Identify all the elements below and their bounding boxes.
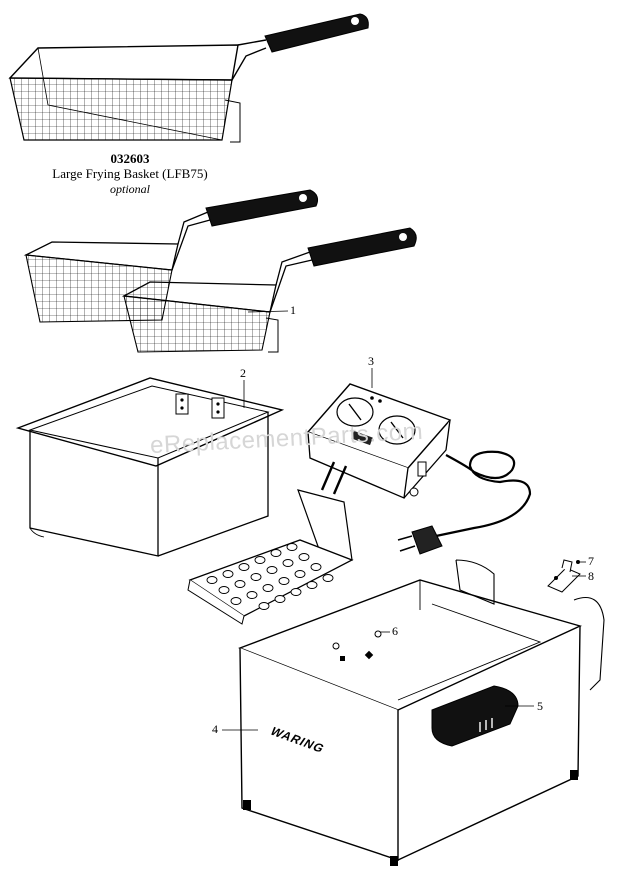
element-holes	[206, 543, 334, 610]
large-frying-basket	[8, 39, 267, 143]
mounting-bracket-hardware	[547, 559, 581, 593]
callout-7: 7	[588, 554, 594, 568]
heating-element	[187, 489, 354, 625]
heating-element-leads	[320, 461, 348, 495]
carry-handle	[431, 685, 519, 747]
right-basket-handle	[307, 227, 417, 267]
control-head	[306, 383, 452, 499]
callout-4: 4	[212, 722, 218, 736]
callout-3: 3	[368, 354, 374, 368]
oil-pot	[15, 377, 285, 557]
power-cord	[397, 450, 532, 555]
left-basket-handle	[205, 189, 318, 227]
accessory-part-number: 032603	[110, 151, 150, 166]
fryer-housing	[238, 559, 605, 866]
accessory-name: Large Frying Basket (LFB75)	[52, 166, 208, 181]
callout-5: 5	[537, 699, 543, 713]
callout-2: 2	[240, 366, 246, 380]
accessory-note: optional	[109, 182, 150, 196]
leader-line-1	[247, 310, 289, 313]
callout-8: 8	[588, 569, 594, 583]
right-half-basket	[121, 251, 313, 353]
callout-1: 1	[290, 303, 296, 317]
basket-handle	[264, 13, 369, 53]
callout-6: 6	[392, 624, 398, 638]
